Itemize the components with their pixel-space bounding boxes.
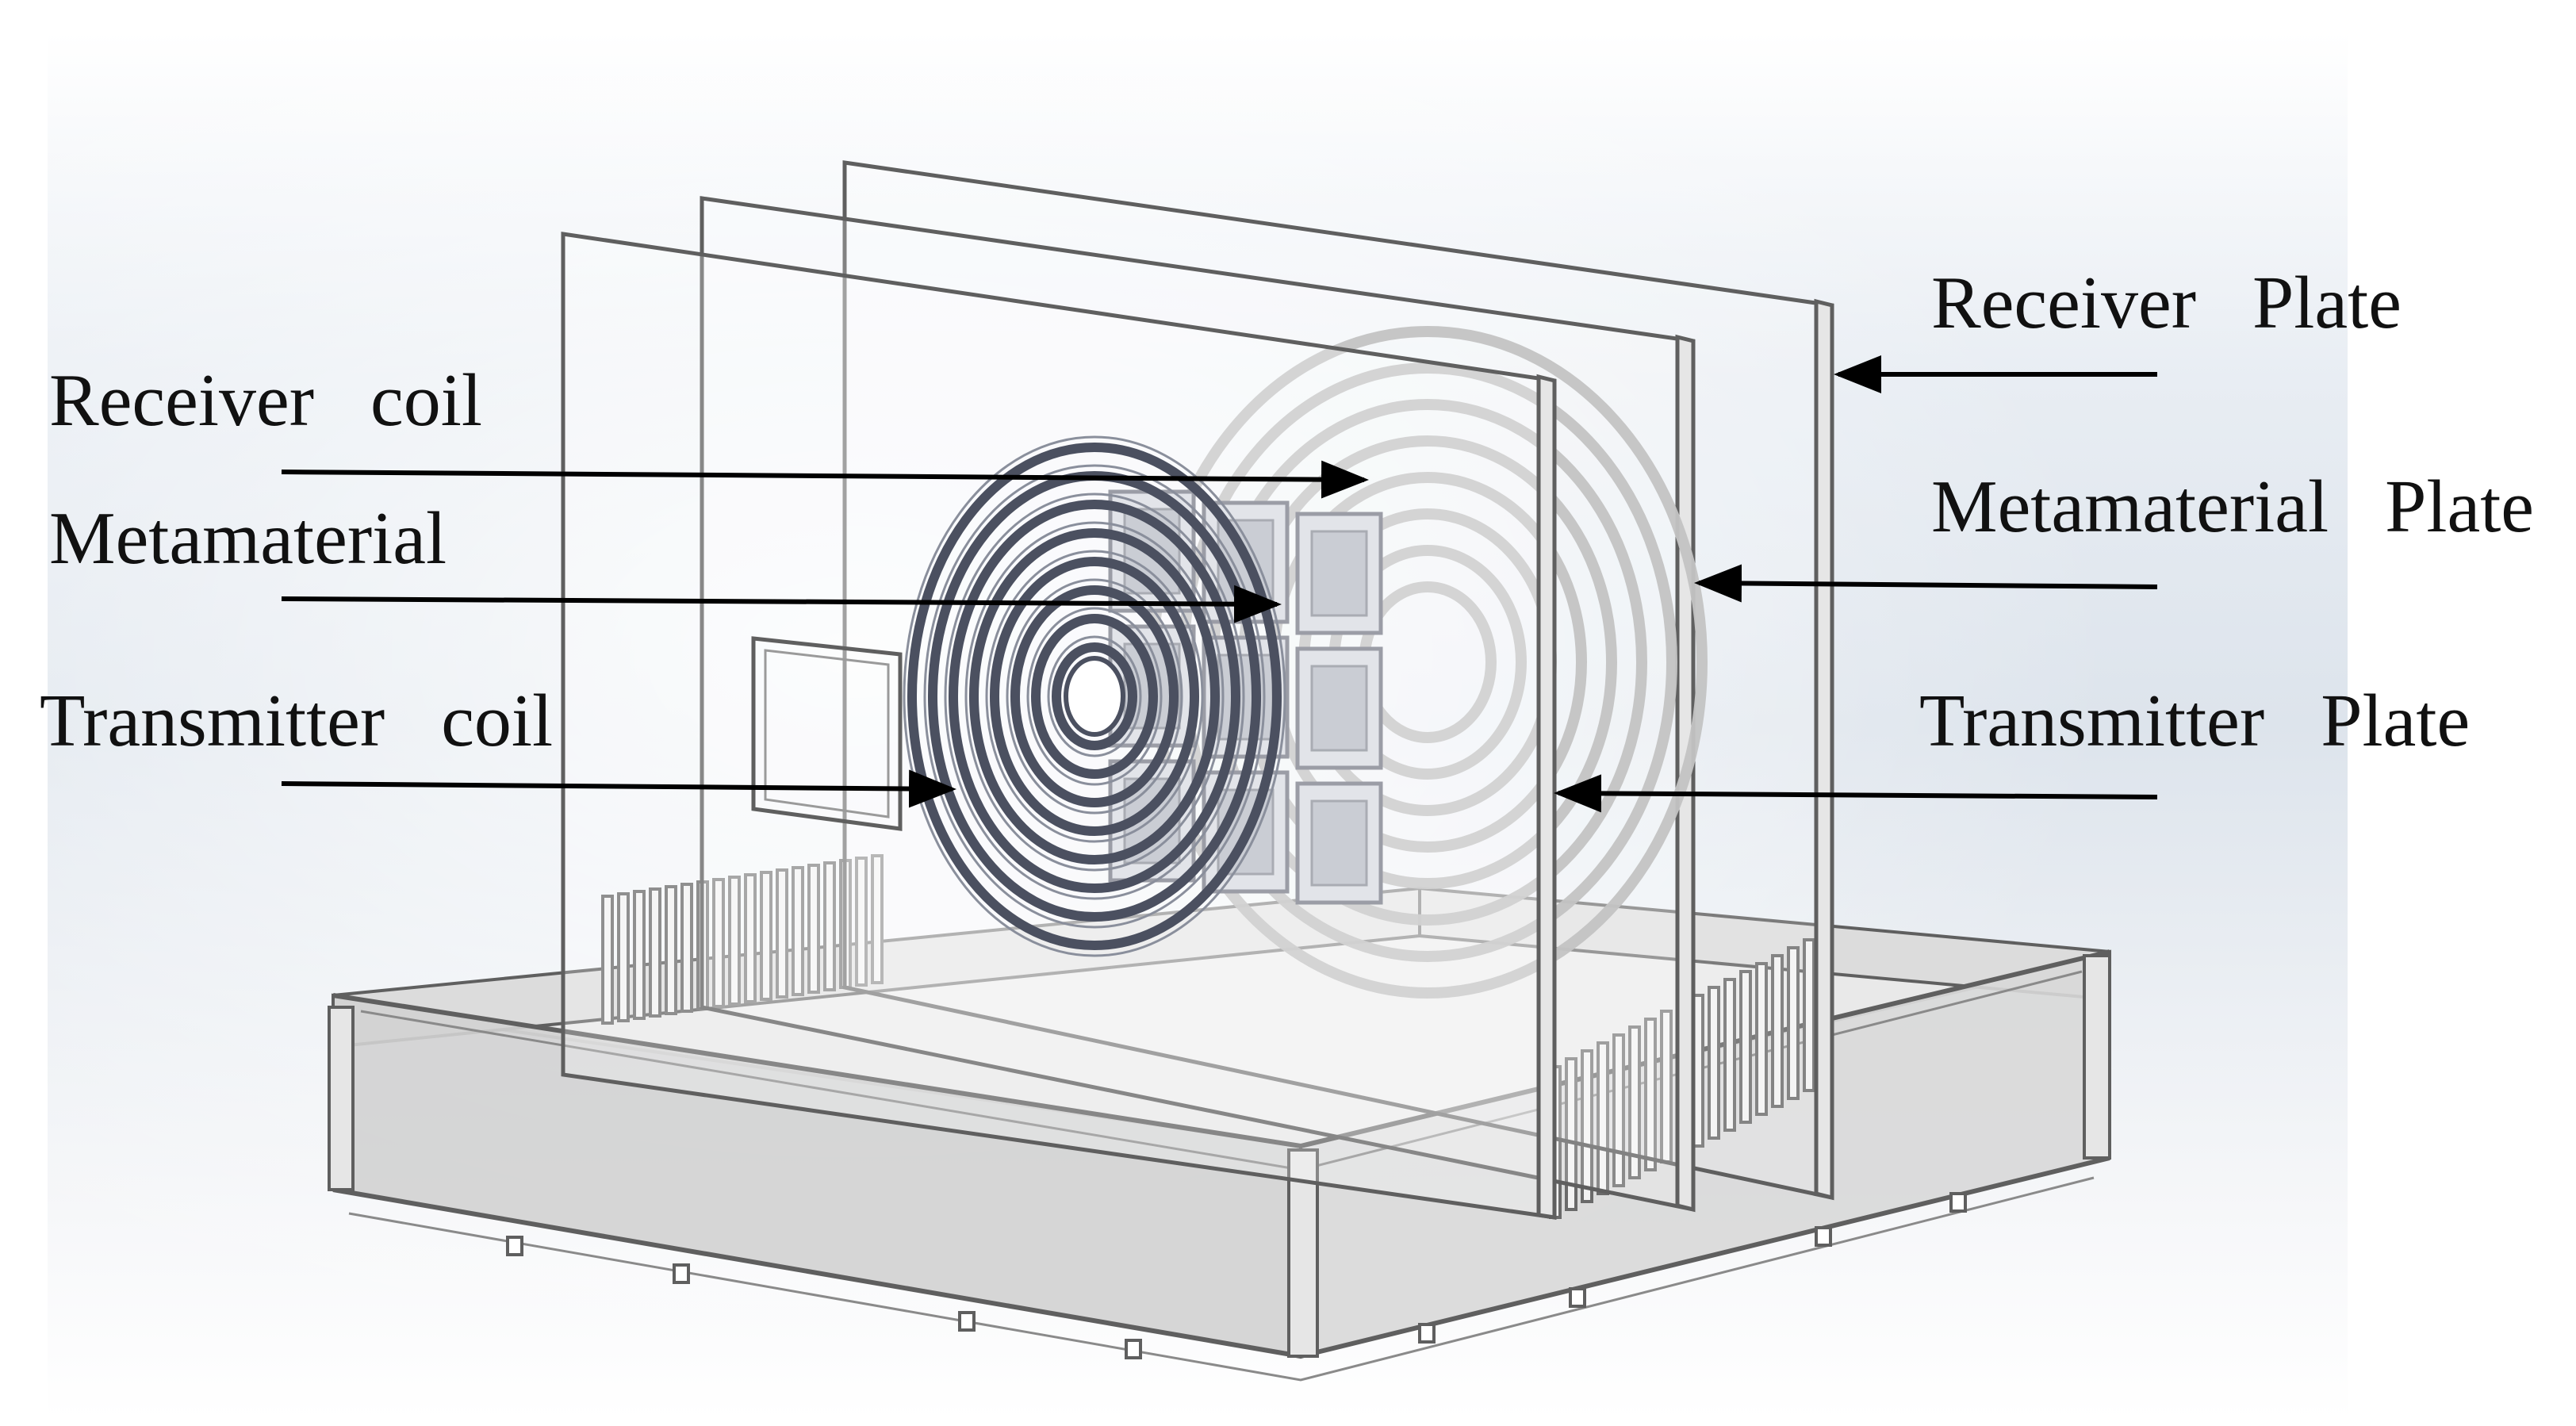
slot-rib [1739, 970, 1752, 1124]
transmitter-coil-center [1064, 656, 1125, 737]
slot-rib [1581, 1049, 1593, 1203]
label-transmitter-plate: Transmitter Plate [1919, 680, 2471, 762]
label-metamaterial-plate: Metamaterial Plate [1931, 466, 2535, 548]
transmitter-coil-turn-edge [903, 435, 1286, 957]
annotation-arrows [281, 355, 2158, 813]
corner-post-left [328, 1006, 355, 1191]
slot-rib [1755, 962, 1768, 1116]
slot-rib [1644, 1018, 1657, 1171]
slot-rib [1612, 1033, 1625, 1187]
transmitter-coil-turn-edge [1026, 607, 1163, 786]
slot-rib [680, 883, 693, 1013]
transmitter-coil-turn [907, 443, 1282, 950]
slot-rib [601, 895, 614, 1025]
arrow-metamaterial [281, 585, 1282, 623]
box-foot [1418, 1323, 1436, 1344]
slot-rib [871, 854, 884, 984]
transmitter-coil-turn [1052, 642, 1137, 750]
box-foot [1569, 1287, 1586, 1308]
label-transmitter-coil: Transmitter coil [40, 680, 554, 762]
slot-rib [665, 885, 677, 1015]
slot-rib [807, 864, 820, 994]
slot-rib [760, 871, 772, 1001]
slot-rib [1787, 946, 1800, 1100]
plate-slot-rail-right [1549, 930, 1831, 1219]
slot-rib [1628, 1025, 1641, 1179]
transmitter-coil-turn [1031, 614, 1158, 779]
box-foot [506, 1236, 523, 1256]
transmitter-coil-turn [1010, 585, 1179, 807]
box-foot [1949, 1192, 1967, 1213]
box-foot [1815, 1226, 1832, 1247]
slot-rib [792, 866, 804, 996]
transmitter-coil-turn-edge [964, 521, 1225, 872]
slot-rib [1771, 954, 1784, 1108]
transmitter-coil-turn-edge [944, 493, 1245, 900]
slot-rib [823, 861, 836, 991]
slot-rib [1597, 1041, 1609, 1195]
label-metamaterial: Metamaterial [49, 497, 447, 580]
slot-rib [1708, 986, 1720, 1140]
transmitter-coil-turn-edge [1047, 635, 1142, 757]
slot-rib [855, 857, 868, 987]
label-receiver-plate: Receiver Plate [1931, 262, 2402, 344]
transmitter-coil-turn [969, 528, 1220, 864]
transmitter-coil-turn [949, 500, 1240, 893]
slot-rib [712, 878, 725, 1008]
transmitter-coil-turn-edge [985, 550, 1204, 843]
slot-rib [1803, 938, 1815, 1092]
transmitter-coil-turn [990, 557, 1199, 836]
metamaterial-cell-core [1310, 799, 1368, 887]
arrow-transmitter-coil [281, 769, 956, 808]
box-rim-front [332, 949, 2110, 1149]
box-foot [958, 1311, 976, 1332]
transmitter-coil [903, 435, 1286, 957]
arrow-receiver-coil [281, 460, 1369, 499]
label-receiver-coil: Receiver coil [49, 359, 482, 442]
box-foot [673, 1263, 690, 1284]
metamaterial-cell-core [1310, 665, 1368, 752]
slot-rib [633, 890, 646, 1020]
slot-rib [776, 868, 788, 999]
slot-rib [1565, 1057, 1577, 1211]
metamaterial-cell-core [1310, 530, 1368, 617]
transmitter-plate-window [751, 636, 903, 831]
slot-rib [728, 876, 741, 1006]
transmitter-coil-turn-edge [923, 464, 1266, 929]
slot-rib [617, 892, 630, 1022]
transmitter-coil-turn-edge [1006, 578, 1183, 815]
arrow-transmitter-plate [1554, 774, 2158, 813]
arrow-metamaterial-plate [1694, 564, 2158, 603]
slot-rib [1723, 978, 1736, 1132]
corner-post-right [2083, 954, 2111, 1160]
slot-rib [649, 887, 661, 1018]
box-foot [1125, 1339, 1142, 1359]
slot-rib [744, 873, 757, 1003]
